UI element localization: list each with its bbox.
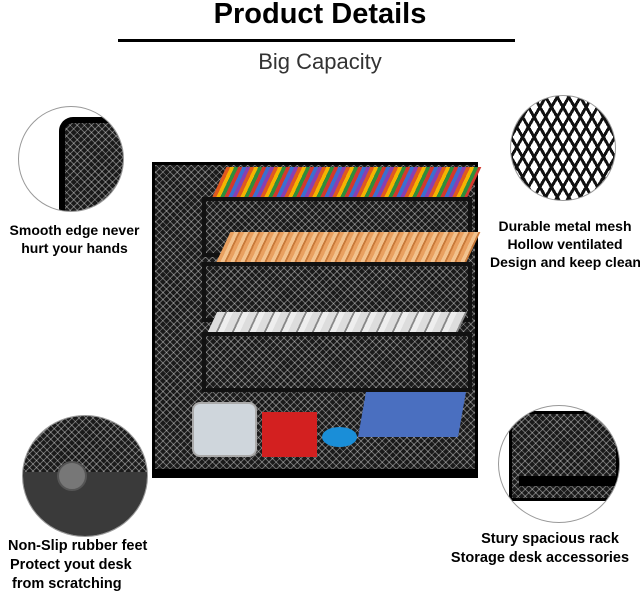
feature-smooth-edge: Smooth edge never hurt your hands [2, 221, 147, 257]
feature-line: from scratching [12, 576, 122, 592]
page-subtitle: Big Capacity [258, 49, 382, 74]
feature-line: Smooth edge never [9, 222, 140, 238]
feature-line: Durable metal mesh [498, 218, 632, 234]
feature-line: Stury spacious rack [481, 531, 619, 547]
feature-metal-mesh: Durable metal mesh Hollow ventilated Des… [490, 217, 640, 271]
desk-organizer-product-image [152, 152, 482, 480]
feature-line: Design and keep clean [490, 254, 640, 270]
page-title: Product Details [213, 0, 427, 30]
bottom-shelf-items [192, 392, 466, 462]
feature-spacious-rack: Stury spacious rack Storage desk accesso… [440, 530, 640, 568]
metal-mesh-detail-image [510, 95, 616, 201]
spacious-rack-detail-image [498, 405, 620, 523]
compartment-row-3 [202, 332, 472, 392]
organizer-base [152, 470, 478, 478]
feature-line: Non-Slip rubber feet [8, 538, 148, 554]
title-divider [118, 39, 515, 42]
feature-line: Storage desk accessories [450, 550, 630, 566]
markers [206, 312, 468, 334]
smooth-edge-detail-image [18, 106, 124, 212]
feature-line: Protect yout desk [10, 557, 132, 573]
feature-line: Hollow ventilated [507, 236, 623, 252]
feature-rubber-feet: Non-Slip rubber feet Protect yout desk f… [8, 537, 147, 594]
feature-line: hurt your hands [21, 240, 128, 256]
rubber-feet-detail-image [22, 415, 148, 537]
